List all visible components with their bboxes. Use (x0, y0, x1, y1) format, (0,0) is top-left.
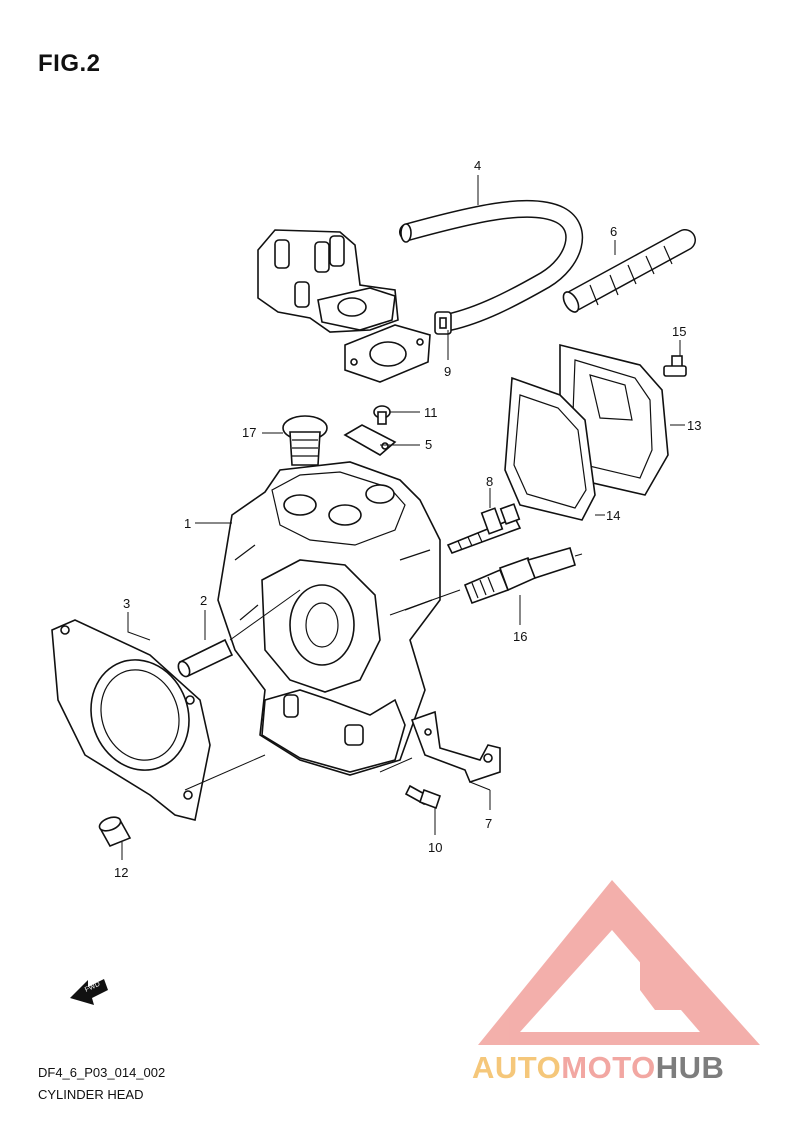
cover-bolt (663, 355, 687, 377)
callout-1: 1 (184, 516, 191, 531)
cover-gasket (344, 324, 431, 383)
bracket-bolt (404, 784, 442, 810)
bracket (410, 710, 501, 783)
callout-12: 12 (114, 865, 128, 880)
logo-part-moto: MOTO (561, 1050, 656, 1085)
head-bolt (446, 503, 522, 554)
drawing-code: DF4_6_P03_014_002 (38, 1065, 166, 1080)
plate-screw (373, 405, 391, 425)
leader-lines (121, 175, 685, 860)
callout-labels: 1 2 3 4 5 6 7 8 9 10 11 12 13 14 15 16 1… (114, 158, 701, 880)
logo-part-auto: AUTO (472, 1050, 562, 1085)
anode-tube (562, 229, 696, 313)
head-gasket (51, 619, 211, 821)
callout-7: 7 (485, 816, 492, 831)
dowel-pin (177, 638, 234, 678)
callout-14: 14 (606, 508, 620, 523)
cylinder-head (217, 461, 441, 776)
callout-13: 13 (687, 418, 701, 433)
spark-plug (463, 547, 583, 605)
callout-10: 10 (428, 840, 442, 855)
thermostat-cover (257, 229, 399, 333)
head-cover-gasket (504, 376, 596, 521)
logo-part-hub: HUB (655, 1050, 725, 1085)
logo-wordmark: AUTOMOTOHUB (472, 1050, 724, 1086)
callout-8: 8 (486, 474, 493, 489)
drawing-name: CYLINDER HEAD (38, 1087, 144, 1102)
callout-11: 11 (424, 405, 438, 420)
breather-hose (399, 199, 584, 331)
thermostat (282, 415, 328, 466)
callout-6: 6 (610, 224, 617, 239)
cover-plate (343, 424, 397, 456)
callout-2: 2 (200, 593, 207, 608)
gasket-dowel (98, 816, 132, 848)
logo-mark (478, 880, 760, 1045)
figure-title: FIG.2 (38, 50, 101, 77)
hose-clamp (434, 311, 452, 335)
callout-5: 5 (425, 437, 432, 452)
callout-16: 16 (513, 629, 527, 644)
callout-4: 4 (474, 158, 481, 173)
callout-9: 9 (444, 364, 451, 379)
callout-15: 15 (672, 324, 686, 339)
fwd-arrow-icon (70, 979, 108, 1005)
callout-17: 17 (242, 425, 256, 440)
callout-3: 3 (123, 596, 130, 611)
